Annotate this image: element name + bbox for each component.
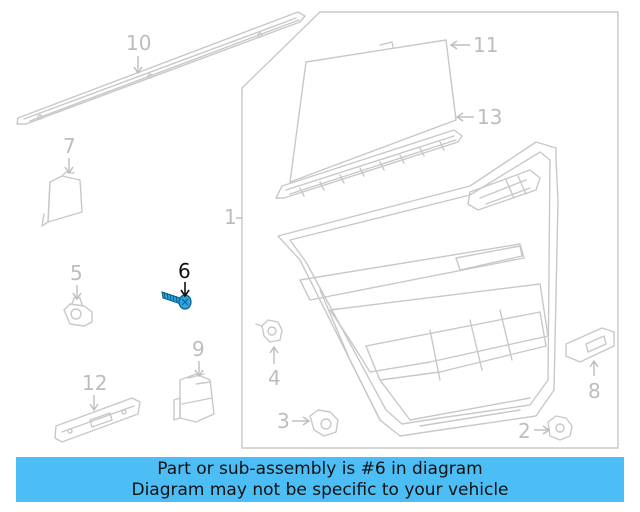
part-13-glass-run-strip[interactable] bbox=[275, 129, 463, 199]
callout-2[interactable]: 2 bbox=[518, 419, 531, 443]
callout-1[interactable]: 1 bbox=[224, 205, 237, 229]
part-3-clip[interactable] bbox=[309, 409, 339, 437]
info-banner: Part or sub-assembly is #6 in diagram Di… bbox=[16, 457, 624, 502]
part-1-door-panel-frame bbox=[241, 11, 619, 449]
callout-8[interactable]: 8 bbox=[588, 379, 601, 403]
callout-5[interactable]: 5 bbox=[70, 261, 83, 285]
callout-12[interactable]: 12 bbox=[82, 371, 107, 395]
part-9-window-switch[interactable] bbox=[173, 373, 215, 423]
part-12-switch-bezel[interactable] bbox=[54, 397, 141, 443]
callout-10[interactable]: 10 bbox=[126, 31, 151, 55]
callout-6[interactable]: 6 bbox=[178, 259, 191, 283]
part-5-clip[interactable] bbox=[63, 297, 93, 327]
callout-9[interactable]: 9 bbox=[192, 337, 205, 361]
part-8-housing[interactable] bbox=[565, 327, 615, 363]
part-4-push-clip[interactable] bbox=[255, 319, 283, 343]
part-7-trim-cover[interactable] bbox=[41, 171, 83, 227]
callout-3[interactable]: 3 bbox=[277, 409, 290, 433]
door-trim-panel bbox=[277, 141, 559, 437]
callout-7[interactable]: 7 bbox=[63, 134, 76, 158]
banner-line-2: Diagram may not be specific to your vehi… bbox=[131, 479, 509, 500]
callout-11[interactable]: 11 bbox=[473, 33, 498, 57]
part-10-belt-molding[interactable] bbox=[16, 11, 306, 125]
callout-13[interactable]: 13 bbox=[477, 105, 502, 129]
banner-line-1: Part or sub-assembly is #6 in diagram bbox=[157, 458, 483, 479]
part-11-window-glass[interactable] bbox=[289, 39, 457, 183]
part-2-clip[interactable] bbox=[547, 415, 573, 441]
callout-4[interactable]: 4 bbox=[268, 366, 281, 390]
